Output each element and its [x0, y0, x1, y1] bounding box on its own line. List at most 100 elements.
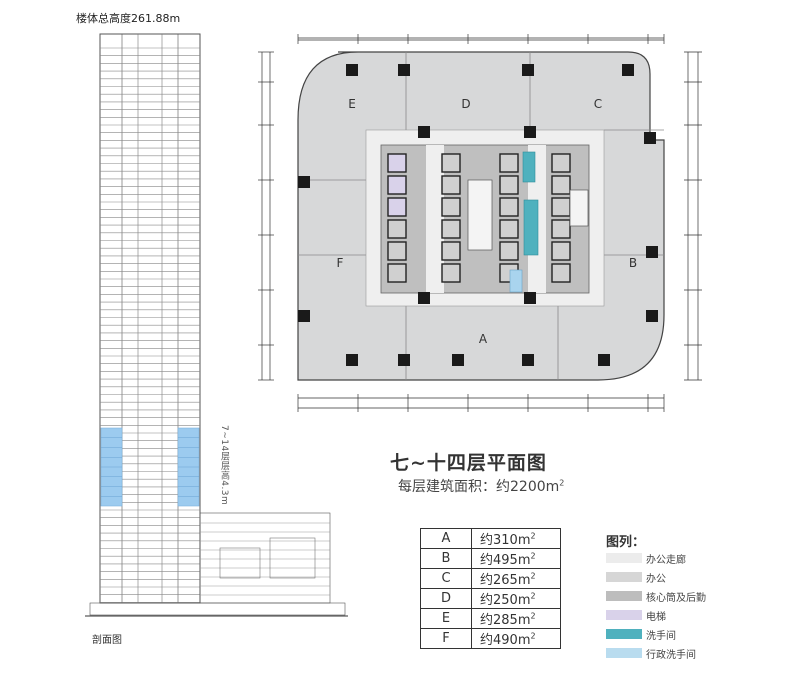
column — [418, 292, 430, 304]
stairwell — [569, 189, 589, 227]
zone-area: 约285m2 — [471, 608, 561, 629]
zone-area-value: 约310m — [480, 533, 531, 548]
structural-columns — [298, 64, 658, 366]
dimension-grid — [258, 34, 702, 412]
zone-area-value: 约285m — [480, 613, 531, 628]
elevator-car — [499, 197, 519, 217]
elevator-car — [387, 263, 407, 283]
column — [646, 246, 658, 258]
zone-name: E — [420, 608, 472, 629]
column — [452, 354, 464, 366]
floor-area-unit-exponent: 2 — [559, 478, 565, 488]
elevator-car — [387, 241, 407, 261]
zone-name: F — [420, 628, 472, 649]
zone-area: 约250m2 — [471, 588, 561, 609]
legend-label: 核心筒及后勤 — [646, 593, 706, 604]
legend-label: 办公 — [646, 574, 666, 585]
basement-outline — [89, 602, 346, 616]
building-section-drawing — [85, 33, 348, 617]
elevator-car — [499, 175, 519, 195]
elevator-car — [551, 175, 571, 195]
elevator-car — [441, 153, 461, 173]
column — [298, 310, 310, 322]
legend-label: 洗手间 — [646, 631, 676, 642]
legend-title: 图列： — [606, 535, 646, 550]
column — [522, 354, 534, 366]
elevator-car — [387, 175, 407, 195]
legend-swatch — [606, 553, 642, 563]
elevator-car — [441, 219, 461, 239]
typical-floor-height-label: 7~14层层高4.3m — [219, 425, 229, 506]
zone-label-e: E — [348, 97, 356, 111]
zone-area-exponent: 2 — [530, 551, 536, 561]
floor-area-summary: 每层建筑面积：约2200m2 — [398, 476, 564, 496]
column — [398, 354, 410, 366]
zone-area: 约310m2 — [471, 528, 561, 549]
elevator-car — [551, 263, 571, 283]
legend-swatch — [606, 572, 642, 582]
zone-area-value: 约265m — [480, 573, 531, 588]
executive-restroom — [509, 269, 523, 293]
zone-label-c: C — [594, 97, 602, 111]
core-tube — [380, 144, 590, 294]
legend-swatch — [606, 629, 642, 639]
zone-label-d: D — [461, 97, 470, 111]
elevator-car — [499, 241, 519, 261]
elevator-car — [441, 241, 461, 261]
zone-name: D — [420, 588, 472, 609]
column — [598, 354, 610, 366]
zone-area-value: 约490m — [480, 633, 531, 648]
stairwell — [467, 179, 493, 251]
column — [298, 176, 310, 188]
elevator-car — [441, 197, 461, 217]
elevator-car — [551, 241, 571, 261]
elevator-car — [387, 219, 407, 239]
column — [524, 292, 536, 304]
zone-area-value: 约495m — [480, 553, 531, 568]
legend-label: 电梯 — [646, 612, 666, 623]
column — [646, 310, 658, 322]
zone-area: 约490m2 — [471, 628, 561, 649]
column — [346, 354, 358, 366]
zone-name: A — [420, 528, 472, 549]
zone-area-exponent: 2 — [530, 631, 536, 641]
restroom — [523, 199, 539, 256]
elevator-car — [499, 153, 519, 173]
restroom — [522, 151, 536, 183]
zone-area-exponent: 2 — [530, 531, 536, 541]
elevator-car — [441, 263, 461, 283]
column — [644, 132, 656, 144]
podium-detail — [269, 537, 316, 579]
zone-area-value: 约250m — [480, 593, 531, 608]
column — [418, 126, 430, 138]
section-caption: 剖面图 — [92, 635, 122, 646]
column — [346, 64, 358, 76]
zone-name: B — [420, 548, 472, 569]
column — [522, 64, 534, 76]
podium-detail — [219, 547, 261, 579]
elevator-car — [441, 175, 461, 195]
legend-label: 行政洗手间 — [646, 650, 696, 661]
zone-label-b: B — [629, 256, 637, 270]
elevator-car — [387, 197, 407, 217]
floor-area-text: 每层建筑面积：约2200m — [398, 479, 560, 495]
zone-label-f: F — [337, 256, 344, 270]
legend-swatch — [606, 591, 642, 601]
elevator-car — [551, 197, 571, 217]
zone-area: 约265m2 — [471, 568, 561, 589]
podium-outline — [199, 512, 331, 604]
zone-area: 约495m2 — [471, 548, 561, 569]
elevator-car — [551, 219, 571, 239]
zone-area-exponent: 2 — [530, 611, 536, 621]
column — [622, 64, 634, 76]
zone-name: C — [420, 568, 472, 589]
elevator-car — [551, 153, 571, 173]
